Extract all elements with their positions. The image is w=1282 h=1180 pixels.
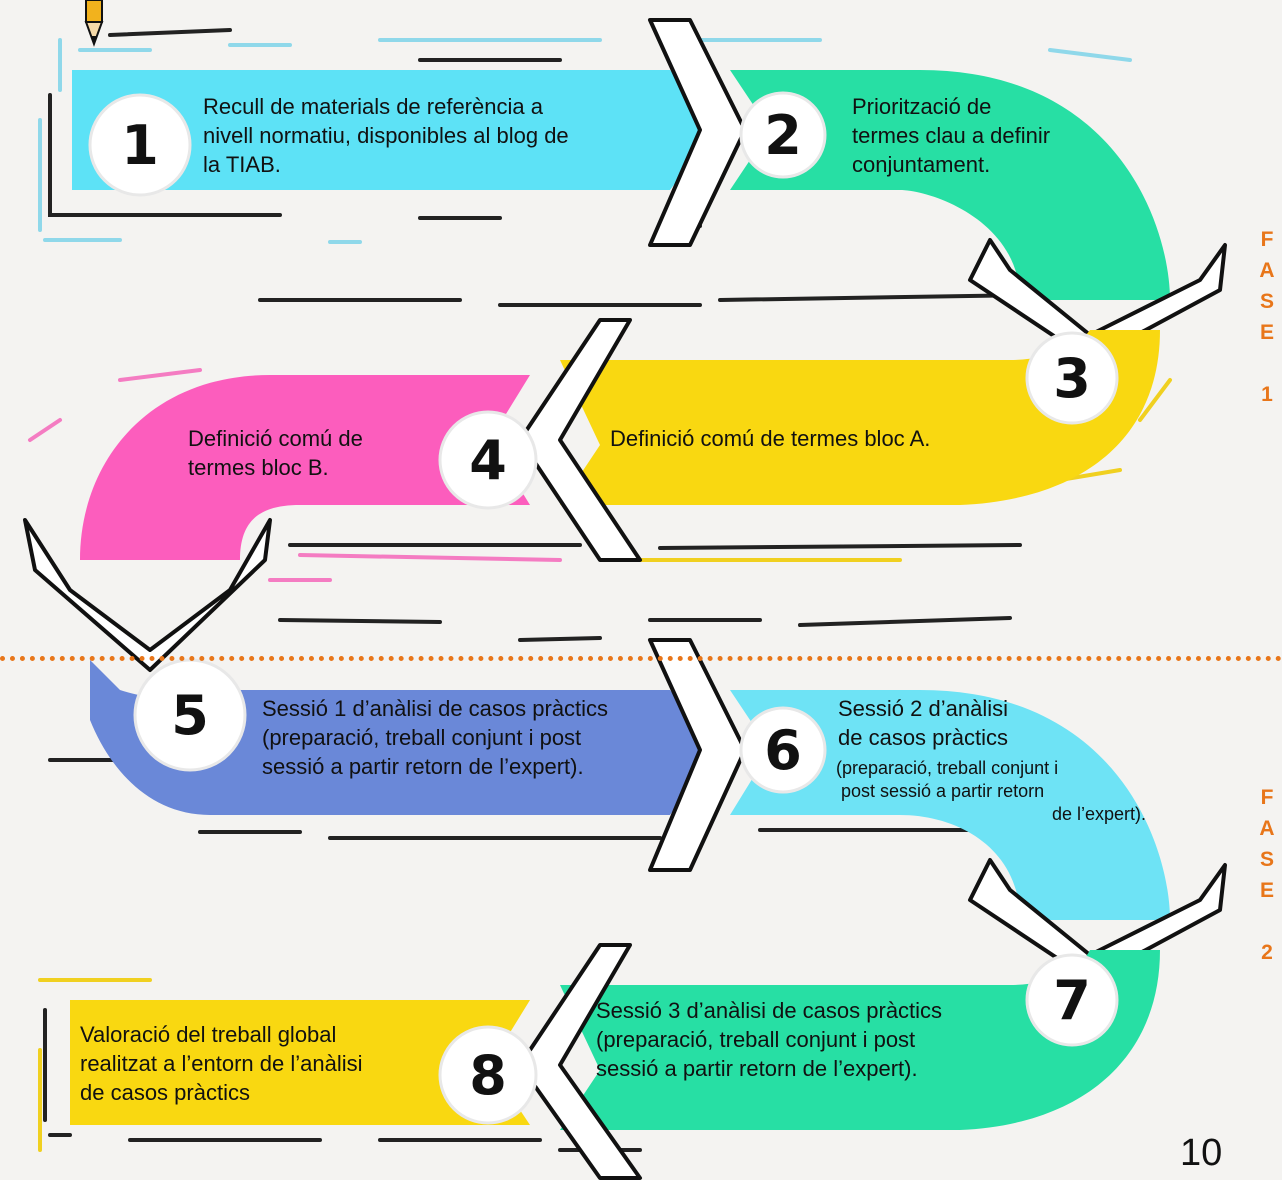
- step-8-line: realitzat a l’entorn de l’anàlisi: [80, 1051, 363, 1076]
- phase-2-gap: [1252, 906, 1282, 937]
- step-2-circle: [739, 91, 827, 179]
- step-6-small-line: (preparació, treball conjunt i: [836, 758, 1059, 778]
- step-1-line: la TIAB.: [203, 152, 281, 177]
- step-3-line: Definició comú de termes bloc A.: [610, 426, 931, 451]
- step-4-line: Definició comú de: [188, 426, 363, 451]
- phase-divider: [0, 656, 1282, 661]
- step-1-chevron: [648, 18, 747, 247]
- step-7-arrow: [560, 950, 1160, 1130]
- step-8-text: Valoració del treball global realitzat a…: [80, 1020, 363, 1107]
- step-1-text: Recull de materials de referència a nive…: [203, 92, 569, 179]
- phase-1-gap: [1252, 348, 1282, 379]
- step-6-circle: [739, 706, 827, 794]
- step-2-text: Priorització de termes clau a definir co…: [852, 92, 1050, 179]
- phase-2-label: F A S E 2: [1252, 782, 1282, 968]
- sketch-lines: [38, 38, 1132, 244]
- step-8-line: de casos pràctics: [80, 1080, 250, 1105]
- step-7-line: Sessió 3 d’anàlisi de casos pràctics: [596, 998, 943, 1023]
- phase-1-letter: S: [1259, 290, 1274, 313]
- phase-2-letter: E: [1259, 879, 1274, 902]
- step-3-number: 3: [1053, 347, 1091, 410]
- step-1-line: nivell normatiu, disponibles al blog de: [203, 123, 569, 148]
- step-4-text: Definició comú de termes bloc B.: [188, 424, 363, 482]
- step-4-chevron: [23, 518, 272, 672]
- step-5-arrow: [90, 660, 715, 815]
- step-8-number: 8: [469, 1044, 507, 1107]
- step-7-circle: [1025, 953, 1119, 1047]
- step-6-arrow: [730, 690, 1170, 920]
- step-3-circle: [1025, 331, 1119, 425]
- step-7-line: (preparació, treball conjunt i post: [596, 1027, 916, 1052]
- step-4-circle: [438, 410, 538, 510]
- step-7-line: sessió a partir retorn de l’expert).: [596, 1056, 918, 1081]
- phase-2-letter: F: [1260, 786, 1274, 809]
- step-6-small-line: post sessió a partir retorn: [836, 781, 1045, 801]
- step-5-text: Sessió 1 d’anàlisi de casos pràctics (pr…: [262, 694, 608, 781]
- phase-2-letter: S: [1259, 848, 1274, 871]
- phase-1-number: 1: [1261, 383, 1273, 406]
- step-7-text: Sessió 3 d’anàlisi de casos pràctics (pr…: [596, 996, 942, 1083]
- phase-1-letter: E: [1259, 321, 1274, 344]
- step-8-line: Valoració del treball global: [80, 1022, 337, 1047]
- step-6-number: 6: [764, 719, 802, 782]
- step-3-text: Definició comú de termes bloc A.: [610, 424, 930, 453]
- step-6-small-line: de l’expert).: [1052, 804, 1147, 824]
- step-5-number: 5: [171, 684, 209, 747]
- step-5-line: (preparació, treball conjunt i post: [262, 725, 582, 750]
- sketch-lines-pink: [28, 368, 562, 582]
- step-2-line: Priorització de: [852, 94, 992, 119]
- step-1-arrow: [72, 70, 715, 190]
- step-7-number: 7: [1053, 969, 1091, 1032]
- step-1-circle: [88, 93, 192, 197]
- step-3-arrow: [560, 330, 1160, 505]
- step-6-line: de casos pràctics: [838, 725, 1008, 750]
- step-6-line: Sessió 2 d’anàlisi: [838, 696, 1008, 721]
- step-6-subtext: (preparació, treball conjunt i post sess…: [836, 757, 1146, 826]
- step-5-line: sessió a partir retorn de l’expert).: [262, 754, 584, 779]
- phase-2-number: 2: [1261, 941, 1273, 964]
- phase-1-label: F A S E 1: [1252, 224, 1282, 410]
- step-2-number: 2: [764, 104, 802, 167]
- step-numbers: 1 2 3 4 5 6 7 8: [121, 104, 1091, 1107]
- step-4-arrow: [80, 375, 530, 560]
- step-4-number: 4: [469, 429, 507, 492]
- step-4-line: termes bloc B.: [188, 455, 329, 480]
- sketch-lines-dark: [43, 28, 1032, 1152]
- step-2-line: termes clau a definir: [852, 123, 1051, 148]
- pencil-icon: [84, 0, 104, 47]
- step-8-arrow: [70, 1000, 530, 1125]
- step-8-circle: [438, 1025, 538, 1125]
- phase-1-letter: A: [1259, 259, 1275, 282]
- step-2-line: conjuntament.: [852, 152, 991, 177]
- step-2-arrow: [730, 70, 1170, 300]
- phase-1-letter: F: [1260, 228, 1274, 251]
- step-1-number: 1: [121, 114, 159, 177]
- step-5-line: Sessió 1 d’anàlisi de casos pràctics: [262, 696, 609, 721]
- step-1-line: Recull de materials de referència a: [203, 94, 543, 119]
- page-number: 10: [1180, 1132, 1223, 1174]
- step-circles: [88, 91, 1119, 1125]
- step-6-text: Sessió 2 d’anàlisi de casos pràctics: [838, 694, 1008, 752]
- phase-2-letter: A: [1259, 817, 1275, 840]
- step-5-chevron: [648, 638, 747, 872]
